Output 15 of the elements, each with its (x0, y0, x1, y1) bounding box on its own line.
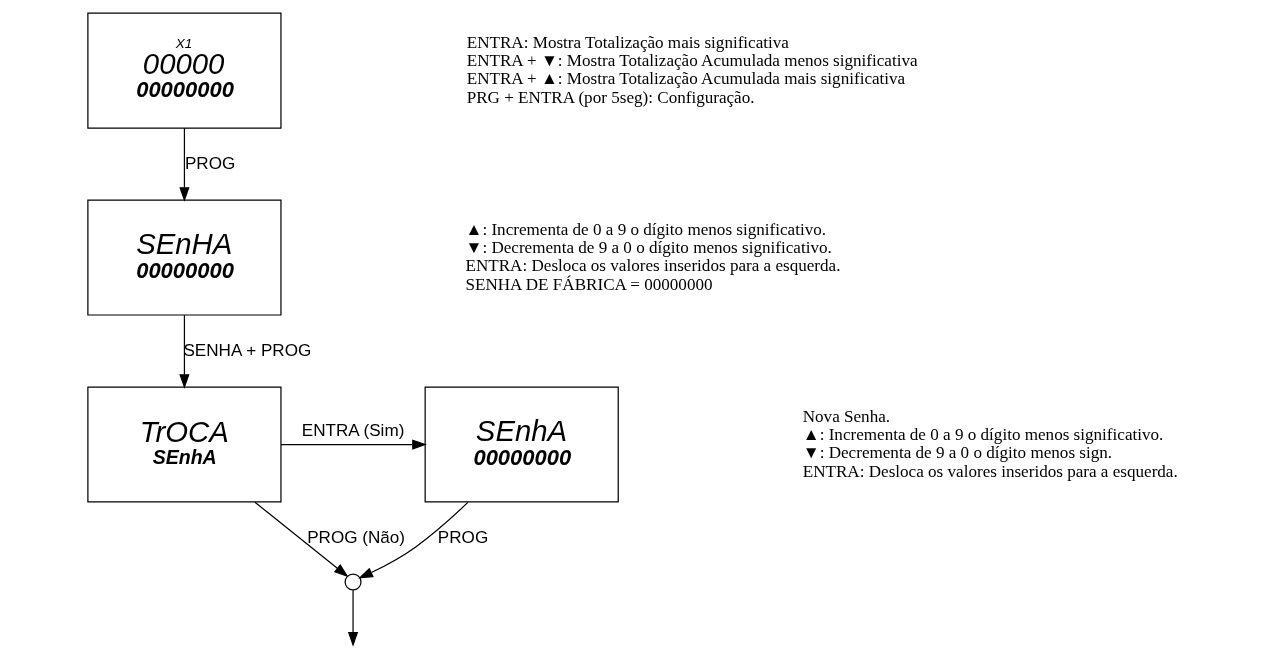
node-label: PRG + ENTRA (por 5seg): Configuração. (466, 87, 755, 107)
node-label: ENTRA: Mostra Totalização mais significativa (466, 32, 789, 52)
edge-label: ENTRA (Sim) (301, 421, 405, 441)
node-label: ▲: Incrementa de 0 a 9 o dígito menos significativo. (465, 219, 827, 239)
node-label: ENTRA: Desloca os valores inseridos para a esquerda. (802, 461, 1178, 481)
edge-label: PROG (184, 153, 236, 173)
node-label: ▼: Decrementa de 9 a 0 o dígito menos sign. (802, 443, 1113, 463)
node-label: SENHA DE FÁBRICA = 00000000 (465, 274, 713, 294)
edge-label: PROG (437, 527, 489, 547)
edge-label: PROG (Não) (307, 527, 406, 547)
node-label: ENTRA + ▲: Mostra Totalização Acumulada mais significativa (466, 69, 906, 89)
edge-label: SENHA + PROG (183, 340, 312, 360)
node-label: ENTRA: Desloca os valores inseridos para a esquerda. (465, 256, 841, 276)
node-label: Nova Senha. (802, 406, 891, 426)
node-label: ▲: Incrementa de 0 a 9 o dígito menos significativo. (802, 424, 1164, 444)
